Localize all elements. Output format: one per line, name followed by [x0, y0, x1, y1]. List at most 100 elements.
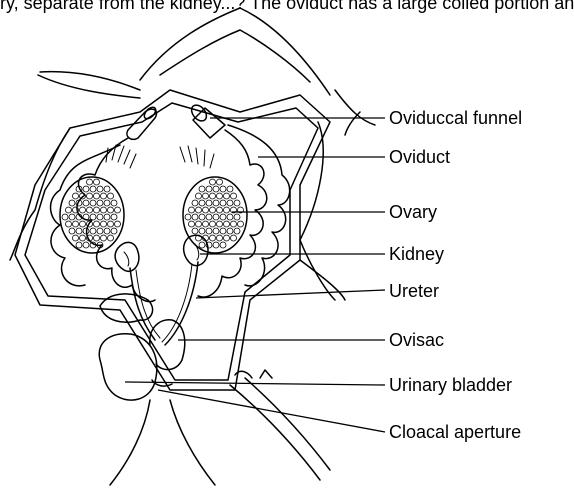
- egg: [220, 228, 226, 234]
- egg: [87, 207, 93, 213]
- egg: [62, 214, 68, 220]
- egg: [213, 214, 219, 220]
- egg: [108, 221, 114, 227]
- oviducts: [51, 125, 290, 302]
- egg: [224, 235, 230, 241]
- label-ovisac: Ovisac: [389, 330, 444, 350]
- egg: [210, 221, 216, 227]
- egg: [234, 200, 240, 206]
- egg: [101, 235, 107, 241]
- egg: [206, 186, 212, 192]
- egg: [185, 214, 191, 220]
- egg: [192, 228, 198, 234]
- egg: [108, 235, 114, 241]
- egg: [101, 207, 107, 213]
- egg: [83, 242, 89, 248]
- label-oviduct: Oviduct: [389, 147, 450, 167]
- egg: [80, 207, 86, 213]
- kidneys: [115, 235, 208, 271]
- egg: [234, 214, 240, 220]
- egg: [210, 193, 216, 199]
- egg: [97, 228, 103, 234]
- ovary-eggs-right: [185, 179, 244, 248]
- egg: [231, 235, 237, 241]
- egg: [66, 221, 72, 227]
- egg: [108, 207, 114, 213]
- egg: [234, 228, 240, 234]
- egg: [231, 193, 237, 199]
- egg: [97, 200, 103, 206]
- egg: [94, 179, 100, 185]
- egg: [101, 193, 107, 199]
- egg: [199, 228, 205, 234]
- egg: [66, 207, 72, 213]
- ureters: [130, 262, 198, 345]
- egg: [217, 235, 223, 241]
- egg: [238, 221, 244, 227]
- egg: [192, 200, 198, 206]
- egg: [69, 214, 75, 220]
- body-cavity-wall: [15, 90, 330, 390]
- label-kidney: Kidney: [389, 244, 444, 264]
- egg: [104, 228, 110, 234]
- egg: [220, 242, 226, 248]
- egg: [104, 200, 110, 206]
- egg: [73, 193, 79, 199]
- egg: [87, 179, 93, 185]
- egg: [189, 207, 195, 213]
- egg: [101, 221, 107, 227]
- egg: [217, 221, 223, 227]
- egg: [104, 214, 110, 220]
- egg: [83, 186, 89, 192]
- egg: [196, 207, 202, 213]
- egg: [199, 200, 205, 206]
- body-outline: [10, 8, 375, 300]
- oviducal-funnels: [127, 102, 225, 139]
- egg: [213, 242, 219, 248]
- egg: [227, 228, 233, 234]
- leader-lines: [125, 118, 385, 432]
- egg: [217, 179, 223, 185]
- egg: [90, 228, 96, 234]
- egg: [111, 200, 117, 206]
- egg: [97, 186, 103, 192]
- egg: [227, 186, 233, 192]
- egg: [203, 207, 209, 213]
- urinary-bladder: [99, 334, 157, 400]
- egg: [199, 186, 205, 192]
- egg: [206, 200, 212, 206]
- egg: [73, 221, 79, 227]
- egg: [115, 221, 121, 227]
- egg: [199, 214, 205, 220]
- label-cloacal-aperture: Cloacal aperture: [389, 422, 521, 442]
- egg: [217, 193, 223, 199]
- egg: [213, 228, 219, 234]
- egg: [83, 200, 89, 206]
- egg: [227, 214, 233, 220]
- egg: [231, 221, 237, 227]
- egg: [115, 207, 121, 213]
- egg: [90, 200, 96, 206]
- egg: [94, 193, 100, 199]
- egg: [189, 221, 195, 227]
- egg: [213, 186, 219, 192]
- egg: [224, 207, 230, 213]
- egg: [76, 228, 82, 234]
- label-oviducal-funnel: Oviduccal funnel: [389, 108, 522, 128]
- egg: [94, 235, 100, 241]
- egg: [90, 186, 96, 192]
- label-ovary: Ovary: [389, 202, 437, 222]
- label-urinary-bladder: Urinary bladder: [389, 375, 512, 395]
- egg: [73, 235, 79, 241]
- ovary-eggs-left: [62, 179, 121, 248]
- egg: [203, 221, 209, 227]
- egg: [210, 179, 216, 185]
- egg: [104, 186, 110, 192]
- egg: [111, 214, 117, 220]
- egg: [196, 193, 202, 199]
- egg: [94, 207, 100, 213]
- label-ureter: Ureter: [389, 281, 439, 301]
- egg: [108, 193, 114, 199]
- egg: [220, 200, 226, 206]
